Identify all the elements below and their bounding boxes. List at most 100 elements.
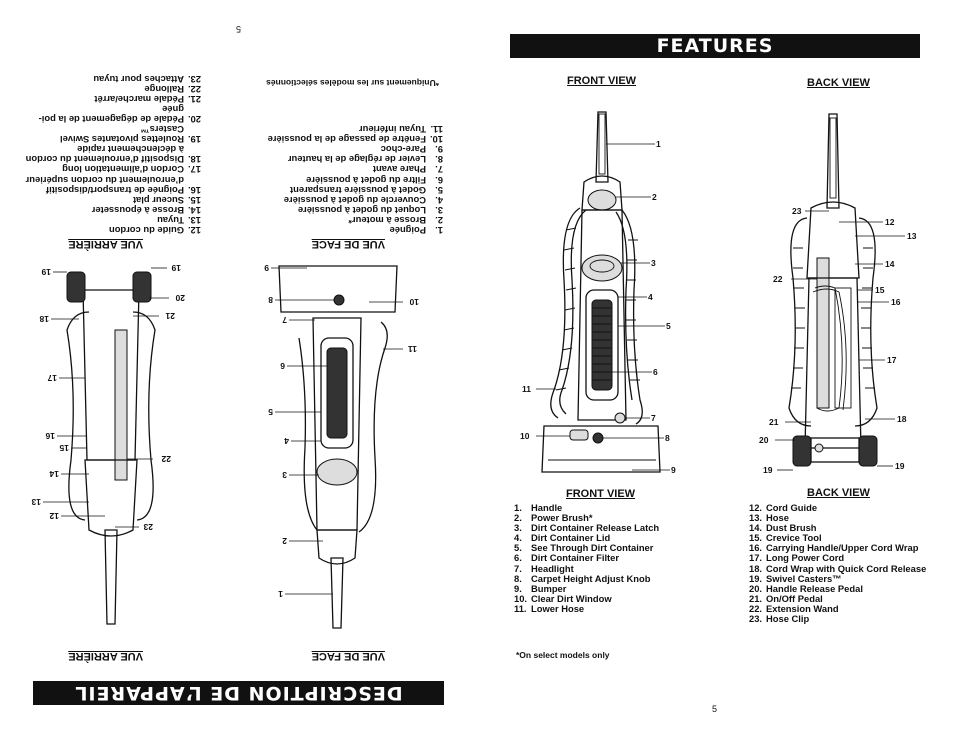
callout-fr-11: 11 bbox=[408, 344, 417, 354]
handle-shape bbox=[595, 111, 609, 183]
list-item: 8.Carpet Height Adjust Knob bbox=[514, 573, 659, 584]
list-item-number: 17. bbox=[749, 552, 763, 564]
list-item: 2.Brosse à moteur* bbox=[268, 215, 443, 226]
list-item-number: 14. bbox=[749, 522, 763, 534]
list-item-text: Dirt Container Release Latch bbox=[531, 522, 660, 534]
callout-17: 17 bbox=[887, 355, 897, 365]
list-item-number: 17. bbox=[187, 164, 201, 176]
list-item-text: Roulettes pivotantes Swivel bbox=[60, 134, 184, 146]
list-item-text: Rallonge bbox=[144, 83, 184, 95]
list-item: 21.On/Off Pedal bbox=[749, 592, 926, 604]
list-item: 12.Guide du cordon bbox=[26, 225, 201, 236]
list-item-text: Suceur plat bbox=[132, 194, 184, 206]
back-handle-shape bbox=[826, 113, 840, 209]
list-item: 20.Handle Release Pedal bbox=[749, 582, 926, 594]
list-item-number: 20. bbox=[749, 582, 763, 594]
base-shape bbox=[541, 425, 661, 473]
list-item-text: Brosse à épousseter bbox=[91, 204, 184, 216]
list-item-number: 21. bbox=[749, 592, 763, 604]
list-item-text: Hose Clip bbox=[766, 613, 810, 625]
list-item-text: Pédale marche/arrêt bbox=[94, 93, 184, 105]
callout-fr-14: 14 bbox=[49, 469, 59, 479]
list-item: 10.Clear Dirt Window bbox=[514, 592, 659, 604]
list-item-text: Power Brush* bbox=[531, 512, 593, 524]
list-item-text: Long Power Cord bbox=[766, 552, 845, 564]
list-item: 5.See Through Dirt Container bbox=[514, 543, 659, 553]
list-item-text: Casters™ bbox=[140, 124, 184, 136]
callout-fr-7: 7 bbox=[282, 315, 287, 325]
callout-8: 8 bbox=[665, 433, 670, 443]
list-item: 1.Poignée bbox=[268, 225, 443, 236]
callout-19-left: 19 bbox=[763, 465, 773, 475]
list-item: 20.Pédale de dégagement de la poi- bbox=[26, 113, 201, 125]
list-item: 1.Handle bbox=[514, 502, 659, 513]
list-item-number: 16. bbox=[187, 184, 201, 196]
list-item-number: 7. bbox=[435, 164, 443, 176]
list-item-number: 19. bbox=[749, 572, 763, 584]
list-item: 2.Power Brush* bbox=[514, 512, 659, 524]
list-item-text: Dispositif d’enroulement du cordon bbox=[25, 154, 184, 166]
list-item: 12.Cord Guide bbox=[749, 502, 926, 513]
back-list-header: BACK VIEW bbox=[807, 487, 870, 499]
list-item-number: 23. bbox=[749, 613, 763, 625]
list-item-text: Carrying Handle/Upper Cord Wrap bbox=[766, 542, 919, 554]
list-item: 9. Bumper bbox=[514, 582, 659, 594]
list-item-text: Handle bbox=[531, 502, 563, 513]
list-item: 16.Carrying Handle/Upper Cord Wrap bbox=[749, 543, 926, 553]
list-item-text: Clear Dirt Window bbox=[531, 592, 612, 604]
list-item-number: 9. bbox=[514, 582, 522, 594]
list-item: 23.Hose Clip bbox=[749, 613, 926, 625]
list-item-text: à déclenchement rapide bbox=[77, 144, 184, 156]
list-item-number: 12. bbox=[187, 225, 201, 236]
list-item-text: On/Off Pedal bbox=[766, 592, 823, 604]
list-item-text: Levier de réglage de la hauteur bbox=[287, 154, 426, 166]
callout-fr-12: 12 bbox=[49, 511, 59, 521]
upper-body-shape bbox=[581, 175, 623, 211]
list-item: 17.Long Power Cord bbox=[749, 553, 926, 563]
list-item-text: gnée bbox=[162, 103, 184, 115]
list-item: 15.Suceur plat bbox=[26, 194, 201, 206]
list-item-number: 12. bbox=[749, 502, 763, 513]
list-item-text: Tuyau inférieur bbox=[358, 124, 426, 136]
list-item: 3.Dirt Container Release Latch bbox=[514, 523, 659, 533]
callout-14: 14 bbox=[885, 259, 895, 269]
description-title: DESCRIPTION DE L’APPAREIL bbox=[74, 682, 403, 704]
list-item-number: 18. bbox=[187, 154, 201, 166]
list-item: 19.Swivel Casters™ bbox=[749, 572, 926, 584]
list-item-number: 4. bbox=[514, 532, 522, 544]
list-item: 13.Hose bbox=[749, 512, 926, 523]
footnote: *On select models only bbox=[516, 650, 610, 660]
main-body-shape bbox=[577, 209, 627, 421]
list-item-number: 3. bbox=[435, 204, 443, 216]
list-item: 19.Roulettes pivotantes Swivel bbox=[26, 134, 201, 146]
list-item-number: 16. bbox=[749, 542, 763, 554]
list-item-text: Bumper bbox=[531, 582, 567, 594]
list-item-number: 14. bbox=[187, 204, 201, 216]
callout-9: 9 bbox=[671, 465, 676, 475]
list-item-number: 20. bbox=[187, 113, 201, 125]
callout-15: 15 bbox=[875, 285, 885, 295]
list-item-text: Poignée de transport/dispositif bbox=[45, 184, 184, 196]
callout-fr-10: 10 bbox=[409, 297, 419, 307]
list-item-number: 22. bbox=[187, 83, 201, 95]
list-item: 22.Extension Wand bbox=[749, 603, 926, 614]
list-item-text: Godet à poussière transparent bbox=[290, 184, 426, 196]
list-item-number: 11. bbox=[430, 124, 443, 136]
list-item-text: See Through Dirt Container bbox=[531, 542, 654, 554]
list-item-number: 21. bbox=[187, 93, 201, 105]
caster-left-shape bbox=[792, 435, 812, 467]
callout-3: 3 bbox=[651, 258, 656, 268]
list-item: d’enroulement du cordon supérieur bbox=[26, 174, 201, 186]
list-item: 10.Fenêtre de passage de la poussière bbox=[268, 134, 443, 145]
callout-fr-1: 1 bbox=[278, 589, 283, 599]
callout-1: 1 bbox=[656, 139, 661, 149]
extension-wand-shape bbox=[816, 257, 830, 409]
callout-2: 2 bbox=[652, 192, 657, 202]
callout-4: 4 bbox=[648, 292, 653, 302]
filter-shape bbox=[591, 299, 613, 391]
callout-10: 10 bbox=[520, 431, 530, 441]
list-item-text: Pédale de dégagement de la poi- bbox=[38, 113, 184, 125]
